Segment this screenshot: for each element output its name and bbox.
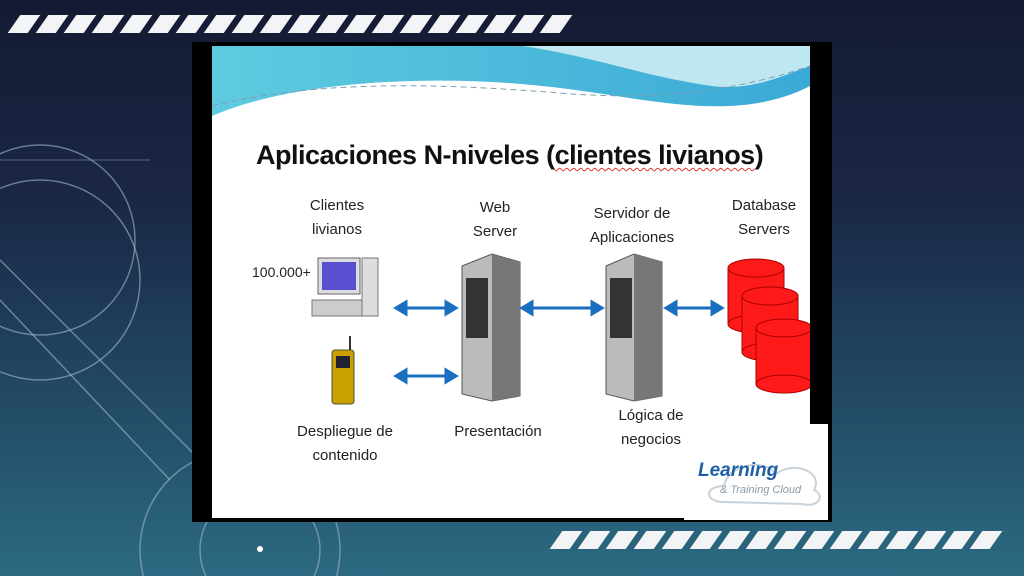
logo-line1: Learning: [698, 460, 779, 481]
desktop-computer-icon: [311, 257, 379, 317]
label-presentation: Presentación: [454, 423, 542, 440]
mobile-phone-icon: [331, 336, 355, 405]
slide-title: Aplicaciones N-niveles (clientes liviano…: [256, 140, 764, 170]
label-count: 100.000+: [252, 264, 311, 280]
database-icon: [727, 258, 810, 394]
bidirectional-arrows: [393, 299, 725, 385]
web-server-icon: [461, 253, 521, 402]
learning-training-cloud-logo: Learning & Training Cloud: [684, 424, 828, 520]
slide-header-wave: [212, 46, 810, 116]
logo-line2: & Training Cloud: [720, 484, 802, 496]
app-server-icon: [605, 253, 663, 402]
